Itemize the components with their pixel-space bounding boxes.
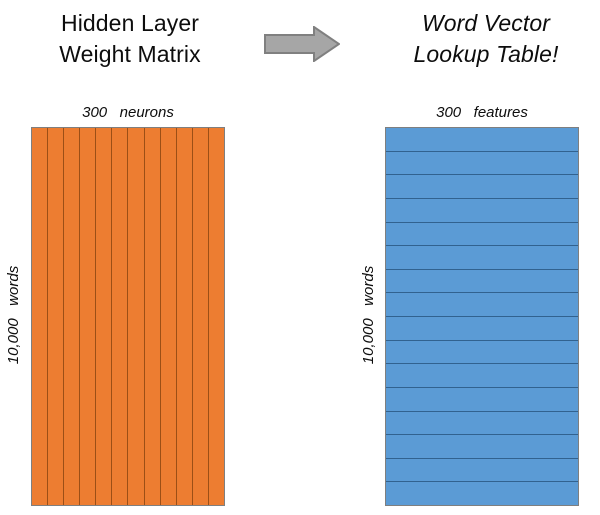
matrix-column: [193, 128, 209, 505]
matrix-row: [386, 388, 578, 412]
left-matrix-row-label: 10,000 words: [5, 265, 22, 365]
matrix-row: [386, 341, 578, 365]
matrix-row: [386, 435, 578, 459]
hidden-layer-weight-matrix: [31, 127, 225, 506]
matrix-column: [209, 128, 224, 505]
matrix-column: [96, 128, 113, 505]
matrix-row: [386, 152, 578, 176]
word-vector-lookup-table: [385, 127, 579, 506]
right-matrix-row-label: 10,000 words: [360, 265, 377, 365]
matrix-row: [386, 199, 578, 223]
matrix-row: [386, 482, 578, 505]
matrix-column: [161, 128, 177, 505]
matrix-row: [386, 364, 578, 388]
matrix-row: [386, 459, 578, 483]
left-matrix-column-label: 300 neurons: [82, 104, 174, 121]
matrix-row: [386, 223, 578, 247]
matrix-row: [386, 270, 578, 294]
matrix-column: [80, 128, 97, 505]
right-matrix-column-label: 300 features: [436, 104, 528, 121]
matrix-column: [32, 128, 49, 505]
right-arrow-icon: [264, 26, 340, 62]
left-panel-title: Hidden Layer Weight Matrix: [59, 10, 201, 67]
matrix-row: [386, 246, 578, 270]
matrix-column: [64, 128, 81, 505]
matrix-column: [177, 128, 193, 505]
matrix-row: [386, 175, 578, 199]
matrix-row: [386, 293, 578, 317]
matrix-column: [112, 128, 129, 505]
right-panel-title: Word Vector Lookup Table!: [413, 10, 559, 67]
matrix-row: [386, 317, 578, 341]
matrix-column: [128, 128, 145, 505]
matrix-column: [145, 128, 161, 505]
matrix-column: [48, 128, 65, 505]
matrix-row: [386, 128, 578, 152]
matrix-row: [386, 412, 578, 436]
